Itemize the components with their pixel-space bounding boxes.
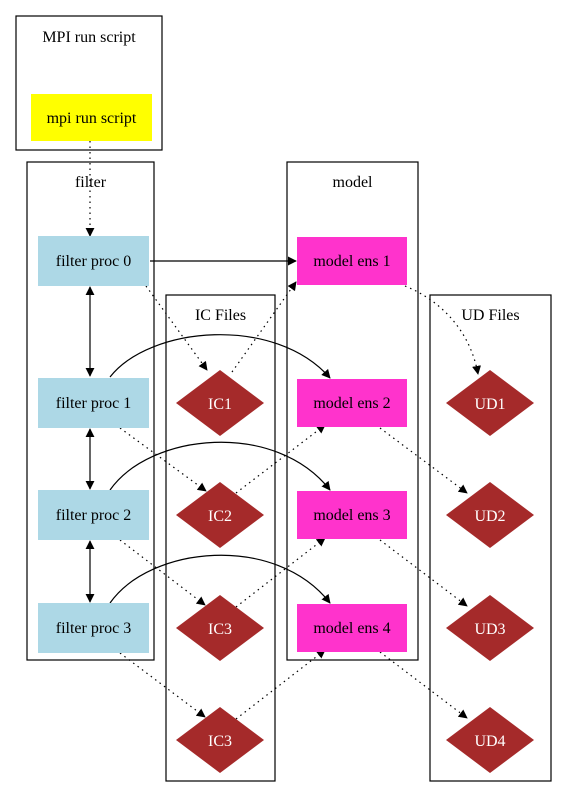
cluster-ud-files: UD Files [429, 294, 552, 782]
node-ud2-shape [446, 482, 534, 548]
cluster-mpi-run-script: MPI run script [15, 15, 163, 151]
node-model-ens-1: model ens 1 [297, 237, 407, 285]
filter-nodes: filter proc 0 filter proc 1 filter proc … [38, 236, 149, 653]
node-filter-proc-3: filter proc 3 [38, 603, 149, 653]
node-script-shape [31, 94, 152, 141]
edge-ic3-to-model-3 [235, 537, 326, 608]
edge-model-2-to-ud2 [379, 427, 468, 494]
edge-model-1-to-ud1 [404, 285, 481, 375]
cluster-model: model [286, 161, 419, 661]
node-model-2-shape [297, 379, 407, 427]
edge-filter-3-to-ic3b [119, 652, 206, 718]
cluster-filter-label: filter [75, 174, 107, 191]
node-ud4-shape [446, 707, 534, 773]
edge-ic1-to-model-1 [231, 281, 297, 373]
cluster-filter-border [26, 161, 155, 661]
model-nodes: model ens 1 model ens 2 model ens 3 mode… [297, 237, 407, 652]
node-model-3-label: model ens 3 [313, 507, 390, 524]
node-script-label: mpi run script [47, 110, 137, 127]
node-model-ens-2: model ens 2 [297, 379, 407, 427]
edge-filter-2-to-model-3 [109, 441, 331, 491]
cluster-model-border [286, 161, 419, 661]
node-filter-1-label: filter proc 1 [56, 395, 132, 412]
node-model-1-label: model ens 1 [313, 253, 390, 270]
node-ic1-shape [176, 370, 264, 436]
cluster-ic-border [165, 294, 276, 782]
cluster-model-label: model [333, 174, 374, 191]
edges [85, 141, 481, 720]
edge-filter-1-to-model-2 [109, 334, 331, 379]
cluster-mpi-border [15, 15, 163, 151]
node-ic3-shape [176, 595, 264, 661]
node-ud1: UD1 [446, 370, 534, 436]
cluster-ic-label: IC Files [195, 307, 246, 324]
node-model-ens-3: model ens 3 [297, 491, 407, 539]
edge-filter-2-to-ic3 [119, 539, 206, 606]
ic-file-nodes: IC1 IC2 IC3 IC3 [176, 370, 264, 773]
node-ic3-second: IC3 [176, 707, 264, 773]
cluster-filter: filter [26, 161, 155, 661]
cluster-mpi-label: MPI run script [42, 29, 136, 46]
node-filter-1-shape [38, 378, 149, 428]
node-ud4: UD4 [446, 707, 534, 773]
node-filter-proc-0: filter proc 0 [38, 236, 149, 286]
node-ic3-label: IC3 [208, 621, 232, 638]
node-filter-0-shape [38, 236, 149, 286]
node-ic2-shape [176, 482, 264, 548]
cluster-ic-files: IC Files [165, 294, 276, 782]
cluster-ud-label: UD Files [461, 307, 519, 324]
node-ud2: UD2 [446, 482, 534, 548]
node-ud1-shape [446, 370, 534, 436]
node-model-4-label: model ens 4 [313, 620, 390, 637]
node-ic1-label: IC1 [208, 396, 232, 413]
node-model-3-shape [297, 491, 407, 539]
node-filter-0-label: filter proc 0 [56, 253, 132, 270]
node-ud3-shape [446, 595, 534, 661]
node-model-4-shape [297, 604, 407, 652]
node-filter-3-shape [38, 603, 149, 653]
node-ic1: IC1 [176, 370, 264, 436]
edge-ic3b-to-model-4 [235, 649, 326, 720]
ud-file-nodes: UD1 UD2 UD3 UD4 [446, 370, 534, 773]
node-ic2-label: IC2 [208, 508, 232, 525]
node-ud1-label: UD1 [474, 396, 505, 413]
node-filter-3-label: filter proc 3 [56, 620, 132, 637]
edge-model-4-to-ud4 [379, 651, 468, 719]
node-ud2-label: UD2 [474, 508, 505, 525]
node-mpi-run-script: mpi run script [31, 94, 152, 141]
node-model-1-shape [297, 237, 407, 285]
node-ud4-label: UD4 [474, 733, 505, 750]
node-filter-proc-2: filter proc 2 [38, 490, 149, 540]
edge-ic2-to-model-2 [235, 424, 326, 494]
cluster-ud-border [429, 294, 552, 782]
edge-filter-3-to-model-4 [109, 554, 331, 604]
node-ic2: IC2 [176, 482, 264, 548]
node-ic3-second-label: IC3 [208, 733, 232, 750]
node-model-2-label: model ens 2 [313, 395, 390, 412]
node-model-ens-4: model ens 4 [297, 604, 407, 652]
node-ud3-label: UD3 [474, 621, 505, 638]
edge-model-3-to-ud3 [379, 539, 468, 607]
node-filter-2-label: filter proc 2 [56, 507, 132, 524]
node-ud3: UD3 [446, 595, 534, 661]
edge-filter-1-to-ic2 [119, 427, 207, 492]
node-filter-proc-1: filter proc 1 [38, 378, 149, 428]
node-ic3: IC3 [176, 595, 264, 661]
node-ic3-second-shape [176, 707, 264, 773]
node-filter-2-shape [38, 490, 149, 540]
edge-filter-0-to-ic1 [145, 285, 208, 371]
